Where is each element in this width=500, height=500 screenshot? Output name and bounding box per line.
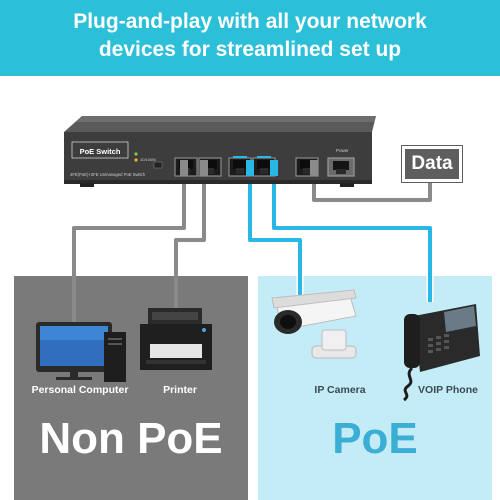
cable-to-ip-camera: [248, 176, 302, 300]
cable-to-printer: [174, 176, 206, 308]
personal-computer-icon: [36, 322, 126, 382]
non-poe-panel: [14, 276, 248, 500]
switch-model-text: 4FE(PoE)+2FE Unmanaged PoE Switch: [70, 172, 146, 177]
banner-line-2: devices for streamlined set up: [98, 38, 402, 61]
banner-line-1: Plug-and-play with all your network: [73, 10, 427, 33]
cable-to-pc: [72, 176, 186, 322]
ip-camera-icon: [271, 289, 357, 359]
cable-to-voip-phone: [272, 176, 432, 302]
switch-power-text: Power: [336, 148, 349, 153]
device-label-voip-phone: VOIP Phone: [418, 384, 478, 396]
device-label-printer: Printer: [163, 384, 197, 396]
switch-port-6: [327, 157, 355, 177]
printer-icon: [140, 308, 212, 370]
non-poe-title: Non PoE: [39, 414, 223, 463]
voip-phone-icon: [402, 304, 480, 402]
switch-led-text: 10/100M: [140, 157, 156, 162]
switch-brand-label: PoE Switch: [80, 147, 121, 156]
device-label-ip-camera: IP Camera: [314, 384, 366, 396]
poe-title: PoE: [332, 414, 418, 463]
banner-headline: Plug-and-play with all your network devi…: [0, 8, 500, 64]
banner: Plug-and-play with all your network devi…: [0, 0, 500, 76]
data-tag: Data: [402, 146, 462, 182]
poe-switch: PoE Switch 4FE(PoE)+2FE Unmanaged PoE Sw…: [64, 116, 376, 187]
cable-to-data: [312, 176, 432, 202]
device-label-personal-computer: Personal Computer: [31, 384, 129, 396]
